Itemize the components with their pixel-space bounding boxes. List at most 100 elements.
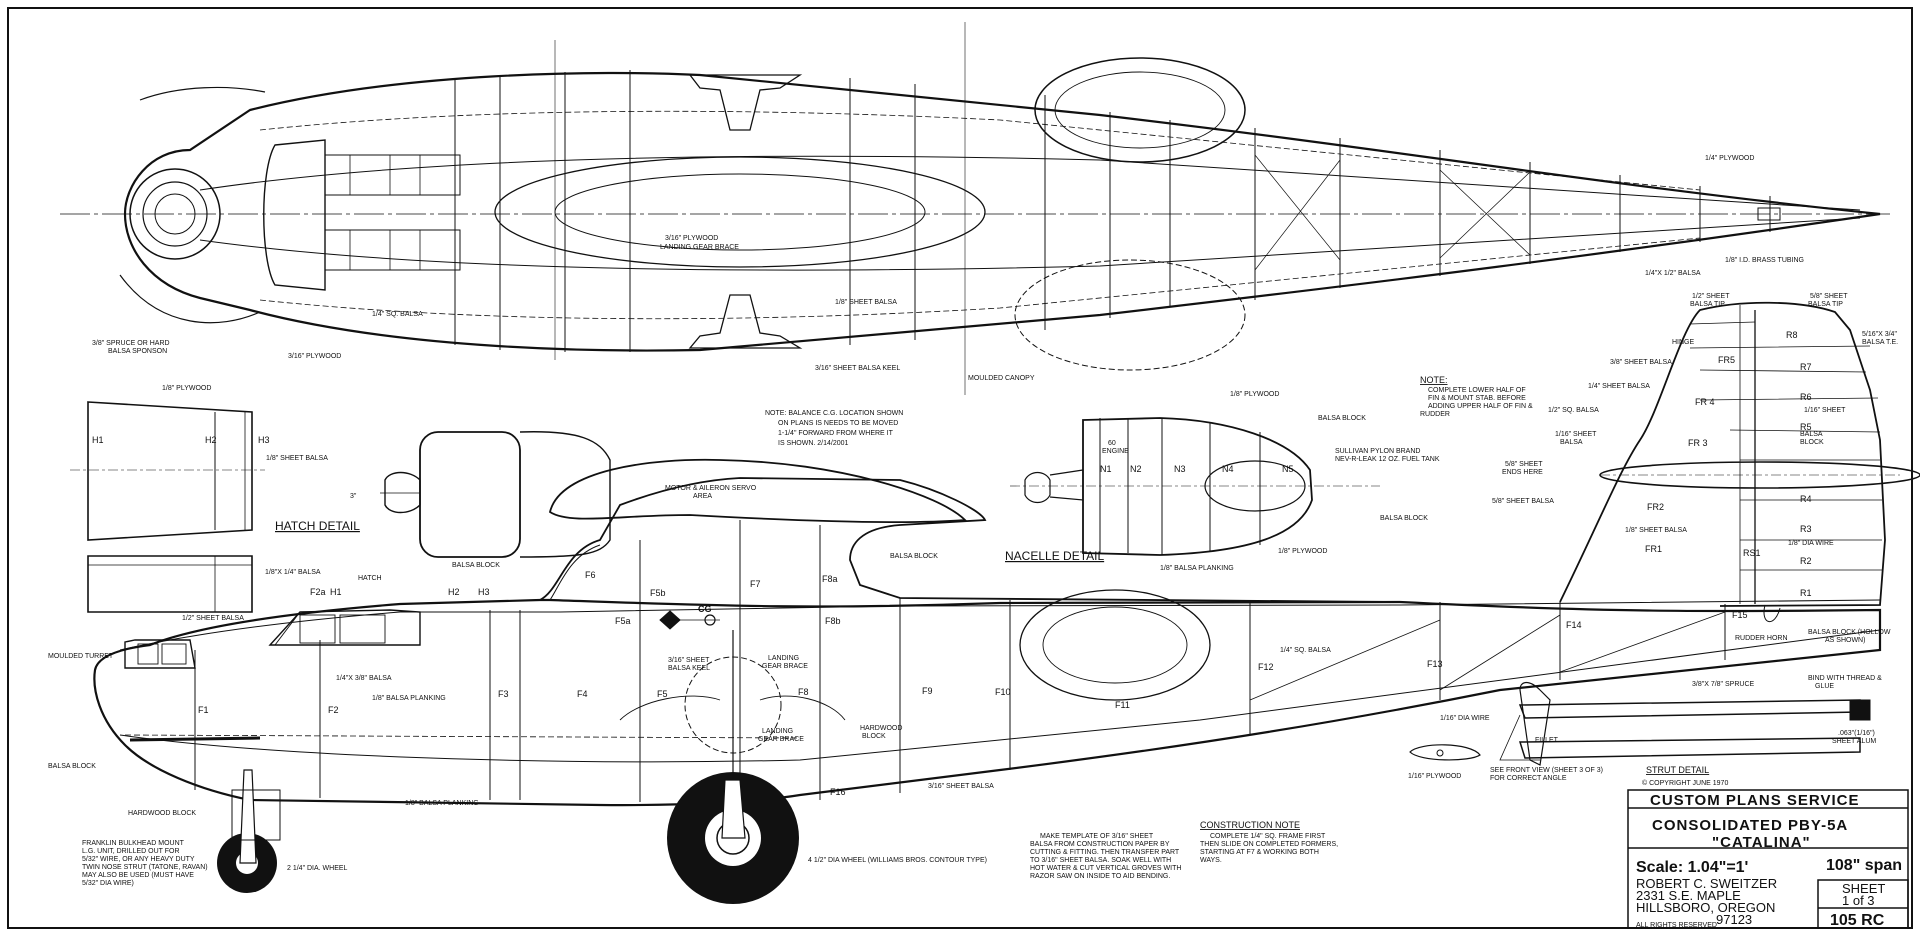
label-n4: N4 — [1222, 464, 1234, 474]
fv-1: SEE FRONT VIEW (SHEET 3 OF 3) — [1490, 767, 1603, 774]
label-sheet-3-16: 3/16" SHEET BALSA — [928, 783, 994, 790]
label-balsa-keel-top: 3/16" SHEET BALSA KEEL — [815, 365, 900, 372]
former-f5: F5 — [657, 689, 668, 699]
lgbs-1: LANDING — [768, 655, 799, 662]
label-spruce-strut: 3/8"X 7/8" SPRUCE — [1692, 681, 1754, 688]
label-n2: N2 — [1130, 464, 1142, 474]
ft-1: SULLIVAN PYLON BRAND — [1335, 448, 1420, 455]
label-h1: H1 — [92, 435, 104, 445]
tn-1: MAKE TEMPLATE OF 3/16" SHEET — [1040, 833, 1154, 840]
label-n5: N5 — [1282, 464, 1294, 474]
former-f15: F15 — [1732, 610, 1748, 620]
label-small-wheel: 2 1/4" DIA. WHEEL — [287, 865, 348, 872]
cn-1: COMPLETE 1/4" SQ. FRAME FIRST — [1210, 833, 1326, 840]
title-zip: 97123 — [1716, 912, 1752, 927]
former-f6: F6 — [585, 570, 596, 580]
title-span: 108" span — [1826, 857, 1902, 874]
label-balsa-block-a: BALSA BLOCK — [452, 562, 500, 569]
lgb-line1: 3/16" PLYWOOD — [665, 235, 718, 242]
label-fin-3-8: 3/8" SHEET BALSA — [1610, 359, 1672, 366]
f16-1: 1/16" SHEET — [1555, 431, 1597, 438]
cn-2: THEN SLIDE ON COMPLETED FORMERS, — [1200, 841, 1338, 848]
bind-1: BIND WITH THREAD & — [1808, 675, 1882, 682]
tn-6: RAZOR SAW ON INSIDE TO AID BENDING. — [1030, 873, 1170, 880]
side-view-drawing — [93, 301, 1920, 904]
label-dim-3: 3" — [350, 493, 357, 500]
sheet-border — [7, 7, 1913, 929]
lgbl-1: LANDING — [762, 728, 793, 735]
title-address1: 2331 S.E. MAPLE — [1636, 888, 1741, 903]
label-strut-detail: STRUT DETAIL — [1646, 765, 1709, 775]
label-hardwood-block-b: HARDWOOD BLOCK — [128, 810, 196, 817]
label-moulded-canopy: MOULDED CANOPY — [968, 375, 1035, 382]
lgbl-2: GEAR BRACE — [758, 736, 804, 743]
label-moulded-turret: MOULDED TURRET — [48, 653, 114, 660]
bn-6: 5/32" DIA WIRE) — [82, 880, 134, 887]
rib-fr1: FR1 — [1645, 544, 1662, 554]
label-nacelle-ply-low: 1/8" PLYWOOD — [1278, 548, 1327, 555]
label-ply-3-16: 3/16" PLYWOOD — [288, 353, 341, 360]
f8e-1: 5/8" SHEET — [1505, 461, 1543, 468]
label-ply-quarter-top: 1/4" PLYWOOD — [1705, 155, 1754, 162]
f8e-2: ENDS HERE — [1502, 469, 1543, 476]
title-block: CUSTOM PLANS SERVICE CONSOLIDATED PBY-5A… — [1636, 792, 1902, 929]
label-planking-b: 1/8" BALSA PLANKING — [405, 800, 479, 807]
former-f8a: F8a — [822, 574, 838, 584]
label-cg: CG — [698, 604, 712, 614]
cg-note-3: 1-1/4" FORWARD FROM WHERE IT — [778, 430, 894, 437]
nacelle-detail-drawing — [1010, 417, 1380, 556]
hatch-detail-drawing — [70, 401, 265, 613]
label-alum: .063"(1/16")SHEET ALUM — [1832, 730, 1876, 745]
label-rudder-horn: RUDDER HORN — [1735, 635, 1788, 642]
title-name: "CATALINA" — [1712, 834, 1811, 851]
label-hinge: HINGE — [1672, 339, 1695, 346]
former-f3: F3 — [498, 689, 509, 699]
label-sheet-1-16-small: 1/16" SHEET — [1804, 407, 1846, 414]
fn-3: ADDING UPPER HALF OF FIN & — [1428, 403, 1533, 410]
cg-note-4: IS SHOWN. 2/14/2001 — [778, 440, 849, 447]
label-h3-side: H3 — [478, 587, 490, 597]
te-1: 5/16"X 3/4" — [1862, 331, 1897, 338]
tail-rib-labels: FR1 FR2 FR 3 FR 4 FR5 R1 R2 R3 R4 R5 R6 … — [1645, 330, 1812, 598]
label-sheet-balsa-eighth-top: 1/8" SHEET BALSA — [835, 299, 897, 306]
label-f2a: F2a — [310, 587, 326, 597]
label-fillet: FILLET — [1535, 737, 1559, 744]
label-nacelle-planking: 1/8" BALSA PLANKING — [1160, 565, 1234, 572]
label-fin-half: 1/2" SQ. BALSA — [1548, 407, 1599, 414]
rib-r6: R6 — [1800, 392, 1812, 402]
label-construction-note-title: CONSTRUCTION NOTE — [1200, 820, 1300, 830]
eng-2: ENGINE — [1102, 448, 1129, 455]
rib-r1: R1 — [1800, 588, 1812, 598]
fn-4: RUDDER — [1420, 411, 1450, 418]
bn-2: L.G. UNIT, DRILLED OUT FOR — [82, 848, 180, 855]
hst-1: 1/2" SHEET — [1692, 293, 1730, 300]
label-fin-quarter: 1/4" SHEET BALSA — [1588, 383, 1650, 390]
former-f11: F11 — [1115, 700, 1130, 710]
label-planking-a: 1/8" BALSA PLANKING — [372, 695, 446, 702]
label-sq-balsa-quarter-mid: 1/4" SQ. BALSA — [1280, 647, 1331, 654]
rib-fr2: FR2 — [1647, 502, 1664, 512]
spruce-line2: BALSA SPONSON — [108, 348, 167, 355]
former-f16: F16 — [830, 787, 846, 797]
label-ply-16: 1/16" PLYWOOD — [1408, 773, 1461, 780]
fst-1: 5/8" SHEET — [1810, 293, 1848, 300]
eng-1: 60 — [1108, 440, 1116, 447]
label-balsa-quarter-half: 1/4"X 1/2" BALSA — [1645, 270, 1701, 277]
label-h2-side: H2 — [448, 587, 460, 597]
title-sheet-of: 1 of 3 — [1842, 893, 1875, 908]
title-service: CUSTOM PLANS SERVICE — [1650, 792, 1859, 809]
rib-r7: R7 — [1800, 362, 1812, 372]
